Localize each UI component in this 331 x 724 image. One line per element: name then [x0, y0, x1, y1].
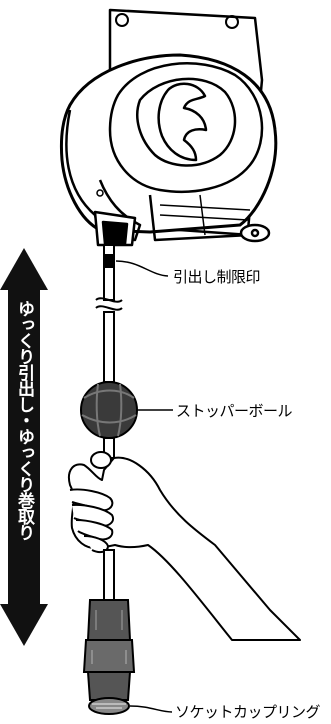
leader-lines [115, 260, 173, 713]
hose-upper [95, 244, 123, 383]
arrow-instruction-text: ゆっくり引出し・ゆっくり巻取り [14, 300, 34, 540]
leader-pull-limit [115, 260, 169, 277]
double-arrow [0, 248, 48, 646]
socket-coupling [82, 599, 136, 715]
stopper-ball [80, 381, 138, 459]
label-stopper-ball: ストッパーボール [176, 402, 293, 420]
hose-reel [59, 8, 278, 247]
label-socket-coupling: ソケットカップリング [175, 703, 321, 721]
hand [68, 451, 301, 641]
hose-lower [103, 549, 115, 601]
label-pull-limit-mark: 引出し制限印 [173, 268, 261, 286]
leader-socket [129, 705, 173, 713]
